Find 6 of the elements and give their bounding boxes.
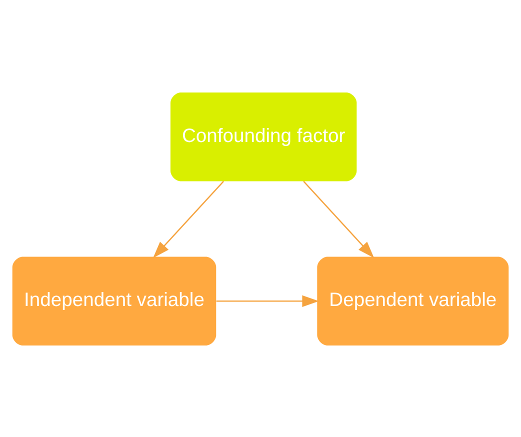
arrow <box>303 180 374 258</box>
node-box: Confounding factor <box>170 92 357 181</box>
node-box: Dependent variable <box>317 256 509 345</box>
arrow <box>216 294 319 306</box>
arrow <box>153 180 224 258</box>
node-box: Independent variable <box>12 256 216 345</box>
